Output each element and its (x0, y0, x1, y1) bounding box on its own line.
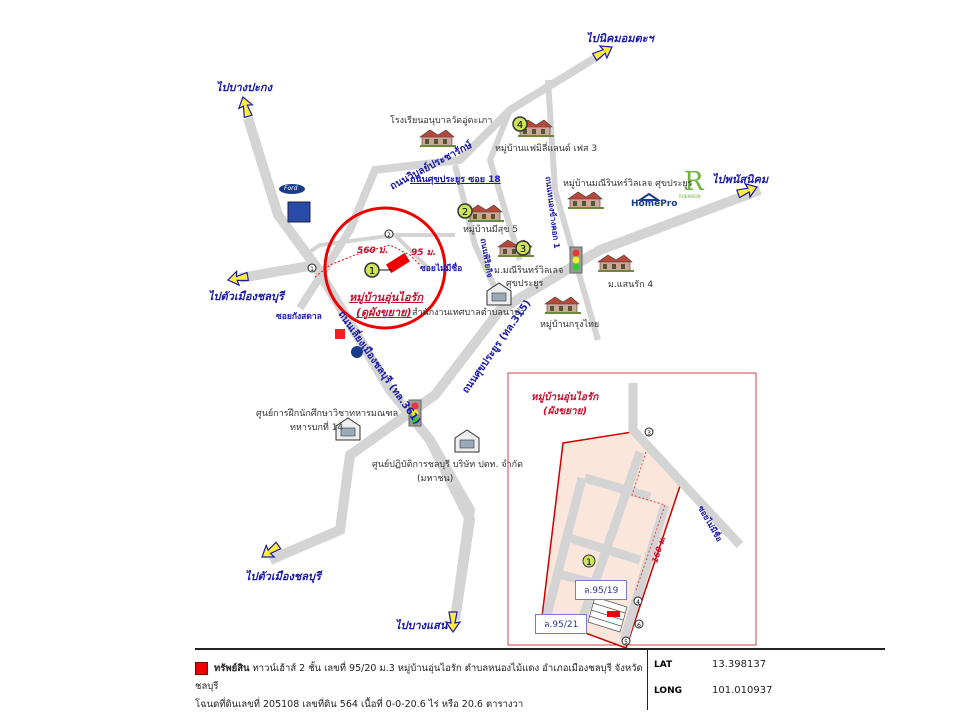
house-icon (467, 204, 505, 223)
waypoint-2: 2 (384, 229, 394, 239)
road-sukprayoon (268, 185, 762, 565)
road-mueang-west (239, 260, 316, 283)
property-label: ทรัพย์สิน (214, 663, 250, 674)
inset-title: หมู่บ้านอุ่นไอรัก (531, 392, 599, 403)
lat-label: LAT (654, 660, 673, 670)
inset-waypoint-6: 6 (634, 619, 644, 629)
label-saenrak: ม.แสนรัก 4 (608, 280, 654, 290)
property-marker (386, 252, 410, 274)
marker-1: 1 (364, 262, 380, 278)
property-legend-swatch (195, 662, 208, 675)
svg-text:3: 3 (647, 430, 651, 437)
house-icon (544, 296, 582, 315)
label-school: โรงเรียนอนุบาลวัดอู่ตะเภา (390, 116, 493, 126)
label-krungthai: หมู่บ้านกรุงไทย (540, 320, 600, 330)
traffic-light-icon (569, 246, 583, 274)
homepro-roof (636, 192, 662, 201)
dir-mueang-1: ไปตัวเมืองชลบุรี (208, 290, 284, 303)
road-label-soi-no-name: ซอยไม่มีชื่อ (420, 264, 463, 274)
lat-value: 13.398137 (712, 659, 767, 670)
inset-map: 1 3 4 5 6 (507, 372, 757, 649)
ptt-logo (351, 346, 363, 358)
road-network (239, 51, 762, 621)
inset-waypoint-3: 3 (644, 427, 654, 437)
lot-label-95-19: ล.95/19 (575, 580, 628, 600)
dir-bang-pakong: ไปบางปะกง (216, 81, 272, 94)
label-meesuk5: หมู่บ้านมีสุข 5 (463, 225, 518, 235)
svg-text:4: 4 (517, 120, 523, 131)
label-army-1: ศูนย์การฝึกนักศึกษาวิชาทหารมณฑล (256, 409, 399, 419)
lot-label-95-21: ล.95/21 (535, 614, 588, 634)
road-label-soi-kangsatan: ซอยกังสดาล (276, 312, 322, 322)
map-title: หมู่บ้านอุ่นไอรัก (349, 291, 424, 304)
waypoint-1: 1 (307, 263, 317, 273)
property-address: ทาวน์เฮ้าส์ 2 ชั้น เลขที่ 95/20 ม.3 หมู่… (195, 663, 643, 692)
road-phrasit (486, 108, 523, 261)
robinson-logo: R (684, 167, 705, 197)
dir-mueang-2: ไปตัวเมืองชลบุรี (245, 570, 321, 583)
inset-marker-1: 1 (582, 554, 596, 568)
label-office: สำนักงานเทศบาลตำบลนาป่า (412, 308, 525, 318)
road-khao-din (545, 79, 601, 341)
svg-text:2: 2 (387, 232, 391, 239)
svg-text:2: 2 (462, 207, 468, 218)
road-bang-pakong (243, 116, 476, 621)
marker-3: 3 (515, 240, 531, 256)
dir-bang-saen: ไปบางแสน (395, 619, 448, 632)
house-icon (597, 254, 635, 273)
school-icon (419, 129, 457, 148)
property-deed: โฉนดที่ดินเลขที่ 205108 เลขที่ดิน 564 เน… (195, 699, 524, 710)
coordinates-box: LAT 13.398137 LONG 101.010937 (647, 650, 886, 710)
robinson-logo-text: ROBINSON (679, 194, 701, 199)
route-dotted (314, 244, 421, 278)
road-south-bangsaen (425, 437, 476, 621)
label-army-2: ทหารบกที่ 14 (290, 423, 344, 433)
road-label-soi18: ถนนศุขประยูร ซอย 18 (410, 175, 501, 185)
shop-logo (335, 329, 345, 339)
marker-4: 4 (512, 116, 528, 132)
distance-95: 95 ม. (411, 248, 437, 258)
house-icon (567, 191, 605, 210)
inset-waypoint-5: 5 (621, 636, 631, 646)
label-maneerin-sukprayoon: หมู่บ้านมณีรินทร์วิลเลจ ศุขประยูร (563, 179, 693, 189)
gas-station-logo (287, 201, 311, 223)
map-subtitle: (ดูผังขยาย) (356, 306, 412, 319)
road-soi-inner (393, 233, 432, 272)
inset-subtitle: (ผังขยาย) (543, 406, 588, 417)
dir-phanat-nikhom: ไปพนัสนิคม (712, 173, 769, 186)
ford-logo (279, 184, 305, 194)
ptt-building-icon (454, 429, 480, 453)
ford-logo-text: Ford (284, 185, 298, 192)
long-label: LONG (654, 686, 682, 696)
dir-nikhom-amata: ไปนิคมอมตะฯ (586, 32, 654, 45)
distance-560: 560 ม. (357, 246, 389, 256)
marker-2: 2 (457, 203, 473, 219)
label-maneerin-sub: ศุขประยูร (506, 279, 544, 289)
property-description: ทรัพย์สิน ทาวน์เฮ้าส์ 2 ชั้น เลขที่ 95/2… (195, 660, 645, 714)
long-value: 101.010937 (712, 685, 773, 696)
label-family-land: หมู่บ้านแฟมิลี่แลนด์ เฟส 3 (495, 144, 598, 154)
svg-text:6: 6 (637, 622, 641, 629)
svg-text:1: 1 (586, 558, 592, 568)
svg-text:3: 3 (520, 244, 526, 255)
highlight-circle (323, 206, 447, 330)
svg-text:1: 1 (310, 266, 314, 273)
svg-text:5: 5 (624, 639, 628, 646)
arrow-bang-pakong-icon (235, 94, 256, 119)
inset-property (607, 611, 620, 617)
label-ptt-2: (มหาชน) (417, 474, 454, 484)
homepro-logo-text: HomePro (631, 199, 678, 209)
label-maneerin-village: ม.มณีรินทร์วิลเลจ (494, 266, 564, 276)
label-ptt-1: ศูนย์ปฏิบัติการชลบุรี บริษัท ปตท. จำกัด (372, 460, 523, 470)
svg-text:4: 4 (636, 599, 640, 606)
road-soi-circle (303, 233, 455, 257)
inset-waypoint-4: 4 (633, 596, 643, 606)
svg-text:1: 1 (369, 266, 375, 277)
footer-info: ทรัพย์สิน ทาวน์เฮ้าส์ 2 ชั้น เลขที่ 95/2… (195, 648, 885, 710)
